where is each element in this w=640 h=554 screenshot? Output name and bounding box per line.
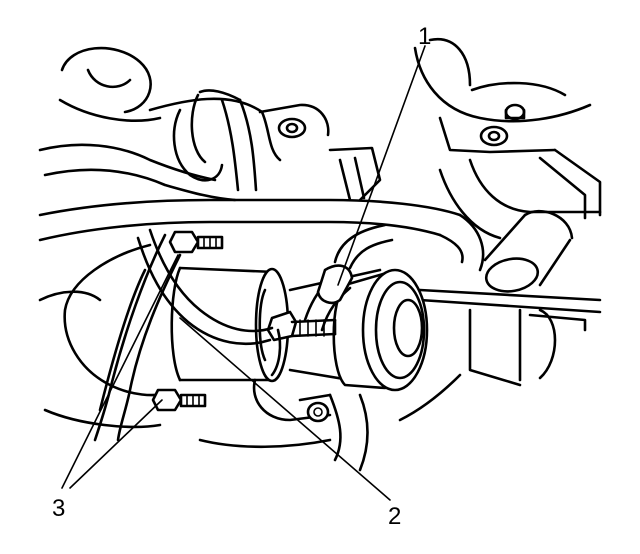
wiring-harness-left	[38, 233, 182, 442]
leader-line-1	[337, 45, 426, 286]
bell-housing	[43, 243, 332, 449]
flywheel-housing	[398, 288, 602, 422]
battery-cable	[136, 228, 282, 377]
leader-line-3a	[61, 254, 179, 489]
mounting-bolt-upper	[168, 230, 224, 254]
callout-1: 1	[418, 23, 431, 50]
callout-2: 2	[388, 503, 401, 530]
terminal-stud-nut	[266, 310, 337, 342]
leader-lines	[61, 45, 426, 501]
leader-line-2	[179, 317, 391, 501]
callout-3: 3	[52, 495, 65, 522]
transmission-line	[38, 198, 485, 272]
starter-motor	[170, 266, 429, 472]
mounting-bolt-lower	[151, 388, 207, 412]
engine-block-outline	[58, 37, 602, 240]
coolant-hose	[38, 89, 258, 202]
leader-line-3b	[69, 399, 163, 489]
pipe-end-cylinder	[483, 209, 574, 293]
